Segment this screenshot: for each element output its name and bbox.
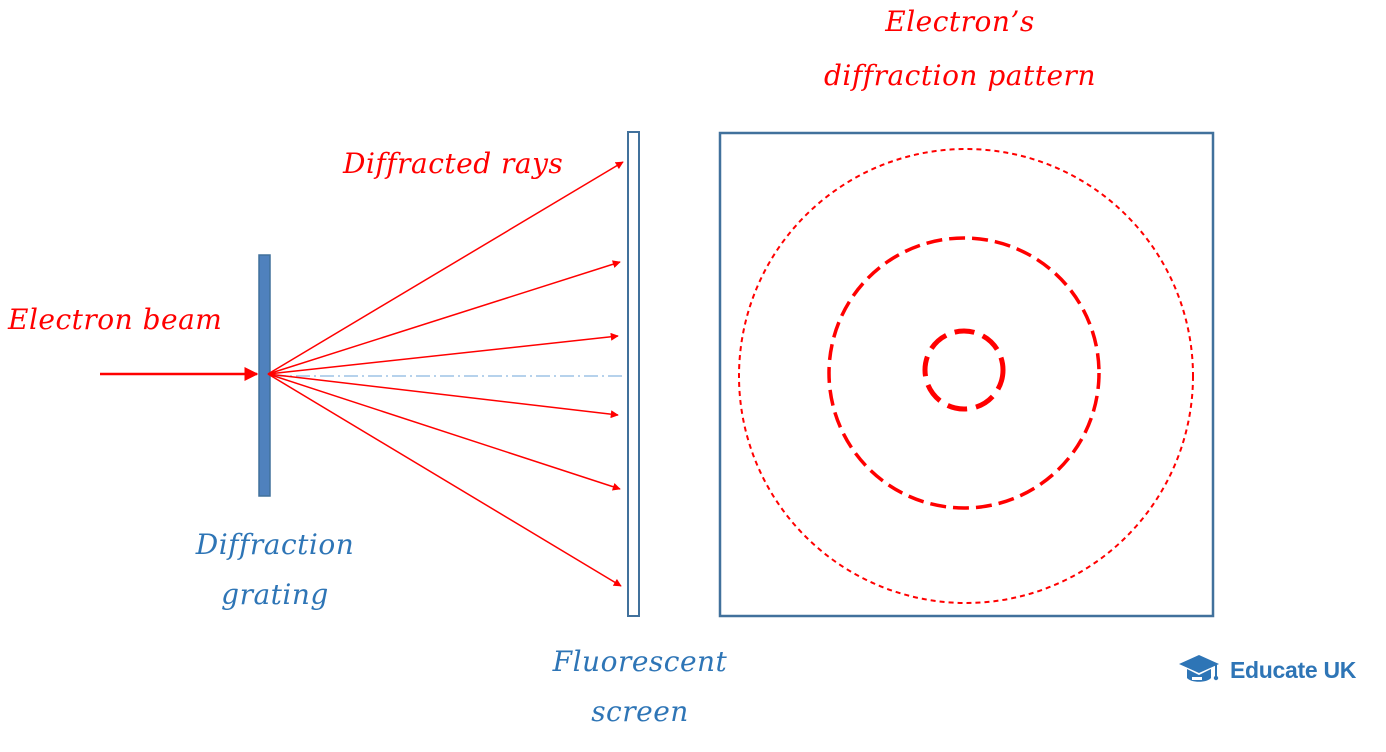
diffraction-pattern-frame <box>718 131 1215 618</box>
diffracted-ray-2 <box>267 260 621 375</box>
diffraction-grating <box>258 254 271 497</box>
diffracted-rays-group <box>267 161 624 587</box>
diffraction-grating-label: Diffraction grating <box>175 527 375 613</box>
diffracted-ray-5 <box>267 373 621 491</box>
fluorescent-screen-label-line1: Fluorescent <box>552 645 728 678</box>
diffraction-pattern-title-line2: diffraction pattern <box>824 59 1096 92</box>
diffraction-pattern-title-line1: Electron’s <box>885 5 1035 38</box>
brand-name: Educate UK <box>1230 656 1357 683</box>
graduation-cap-icon <box>1178 652 1220 688</box>
diffracted-ray-1 <box>267 161 624 375</box>
middle-ring <box>827 236 1101 510</box>
diffracted-ray-3 <box>267 332 619 375</box>
inner-ring <box>922 328 1006 412</box>
fluorescent-screen-label-line2: screen <box>591 695 689 728</box>
fluorescent-screen <box>627 131 640 617</box>
diffraction-grating-label-line2: grating <box>221 578 329 611</box>
diffracted-rays-label: Diffracted rays <box>343 147 564 180</box>
fluorescent-screen-label: Fluorescent screen <box>535 644 745 730</box>
diffraction-pattern-title: Electron’s diffraction pattern <box>800 4 1120 94</box>
electron-beam-label: Electron beam <box>8 303 223 336</box>
diffracted-ray-6 <box>267 373 622 587</box>
outer-ring <box>738 148 1194 604</box>
educate-uk-logo: Educate UK <box>1178 650 1356 690</box>
diffracted-ray-4 <box>267 373 619 419</box>
diffraction-pattern-rings <box>738 148 1194 604</box>
diffraction-grating-label-line1: Diffraction <box>195 528 355 561</box>
